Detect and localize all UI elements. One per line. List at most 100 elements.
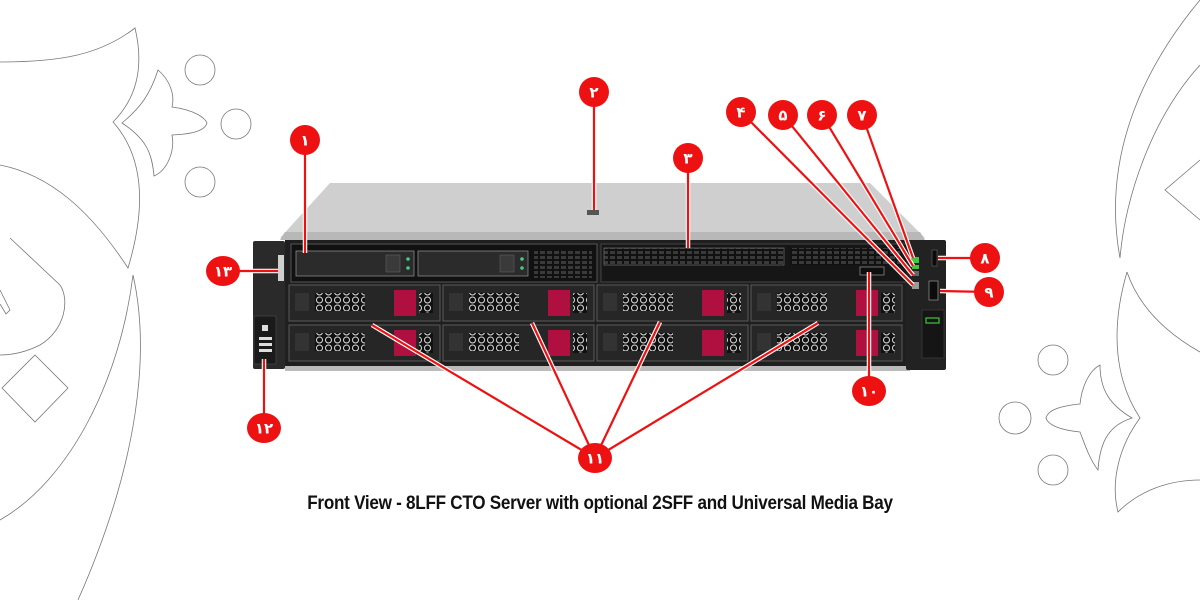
serial-pull-tab[interactable] [587, 210, 599, 215]
drive-vent-small [419, 333, 433, 353]
callout-number: ۸ [980, 250, 989, 268]
decor-right-arc-top [1115, 0, 1200, 259]
decor-left-slot [0, 289, 11, 315]
decor-left-circle-2 [220, 108, 252, 140]
drive-vent [315, 333, 365, 351]
drive-release-latch[interactable] [548, 290, 570, 316]
leader-line-7 [860, 114, 915, 259]
callout-number: ۹ [984, 284, 993, 302]
sff-drive-2-led-2 [520, 266, 524, 270]
lff-drive-7[interactable] [596, 324, 749, 362]
callout-number: ۵ [778, 107, 787, 125]
leader-line-11-2 [531, 322, 596, 459]
sff-drive-1-led-2 [406, 266, 410, 270]
callout-badge [852, 376, 886, 406]
lff-drive-2[interactable] [442, 284, 595, 322]
callout-badge [970, 243, 1000, 273]
callout-badge [578, 443, 612, 473]
drive-label [757, 293, 771, 311]
health-led [912, 265, 919, 269]
callout-number: ۳ [683, 150, 692, 168]
callout-number: ۶ [817, 107, 826, 125]
lff-drive-3[interactable] [596, 284, 749, 322]
decor-left-diamond [1, 354, 69, 423]
lff-drive-1[interactable] [288, 284, 441, 322]
callout-number: ۷ [857, 107, 866, 125]
callout-3: ۳ [673, 143, 703, 173]
lff-drive-5[interactable] [288, 324, 441, 362]
sff-drive-2-led [520, 257, 524, 261]
drive-vent [623, 293, 673, 311]
callout-badge [579, 77, 609, 107]
display-port[interactable] [859, 266, 885, 276]
decor-right-ornament [998, 0, 1200, 513]
decor-right-star [1045, 364, 1133, 472]
leader-line-4 [740, 111, 914, 286]
lff-drive-4[interactable] [750, 284, 903, 322]
drive-vent-small [573, 293, 587, 313]
drive-vent-small [881, 293, 895, 313]
callout-badge [290, 125, 320, 155]
lff-drive-6[interactable] [442, 324, 595, 362]
sff-drive-1[interactable] [295, 250, 415, 277]
drive-label [295, 293, 309, 311]
callout-badge [206, 256, 240, 286]
figure-caption: Front View - 8LFF CTO Server with option… [307, 493, 893, 514]
left-ear-pull-tab[interactable] [278, 255, 284, 281]
drive-label [757, 333, 771, 351]
drive-vent [315, 293, 365, 311]
usb-port[interactable] [928, 280, 939, 301]
callout-badge [807, 100, 837, 130]
leader-line-6 [821, 114, 914, 267]
decor-left-circle-3 [184, 166, 216, 198]
decor-right-leaf-bottom [1114, 271, 1200, 513]
decor-right-circle-3 [1037, 454, 1069, 486]
sff-drive-1-latch[interactable] [385, 254, 401, 273]
callout-number: ۲ [589, 84, 598, 102]
sff-drive-2[interactable] [417, 250, 529, 277]
drive-release-latch[interactable] [394, 290, 416, 316]
front-panel-bottom-rail [285, 366, 910, 371]
drive-release-latch[interactable] [548, 330, 570, 356]
drive-label [603, 293, 617, 311]
callout-badge [726, 97, 756, 127]
callout-badge [673, 143, 703, 173]
right-ear-model-tag [921, 309, 945, 359]
callout-badge [247, 413, 281, 443]
uid-button[interactable] [912, 282, 919, 289]
decor-right-chevron [1164, 159, 1200, 221]
sff-cage-vent [534, 250, 592, 278]
drive-support-label-line-3 [259, 349, 272, 352]
decor-right-circle-1 [1037, 344, 1069, 376]
callout-11: ۱۱ [578, 443, 612, 473]
callout-8: ۸ [970, 243, 1000, 273]
callout-1: ۱ [290, 125, 320, 155]
decor-left-drop [0, 237, 66, 356]
sff-drive-2-latch[interactable] [499, 254, 515, 273]
drive-label [449, 293, 463, 311]
decor-left-ornament [0, 27, 252, 601]
callout-badge [847, 100, 877, 130]
hpe-logo [925, 317, 940, 324]
drive-vent [469, 333, 519, 351]
ilo-service-port[interactable] [931, 249, 938, 267]
power-button[interactable] [912, 257, 919, 263]
drive-release-latch[interactable] [702, 330, 724, 356]
drive-release-latch[interactable] [702, 290, 724, 316]
leader-line-11-4 [594, 322, 819, 459]
leader-line-5 [782, 114, 914, 276]
nic-led [912, 271, 919, 276]
decor-left-circle-1 [184, 54, 216, 86]
callout-4: ۴ [726, 97, 756, 127]
callout-10: ۱۰ [852, 376, 886, 406]
callout-badge [974, 277, 1004, 307]
media-bay-slot [603, 247, 785, 266]
decor-left-leaf-top [0, 27, 140, 269]
callout-number: ۱ [300, 132, 309, 150]
lff-drive-8[interactable] [750, 324, 903, 362]
callout-badge [768, 100, 798, 130]
lff-drive-bays [288, 284, 903, 362]
